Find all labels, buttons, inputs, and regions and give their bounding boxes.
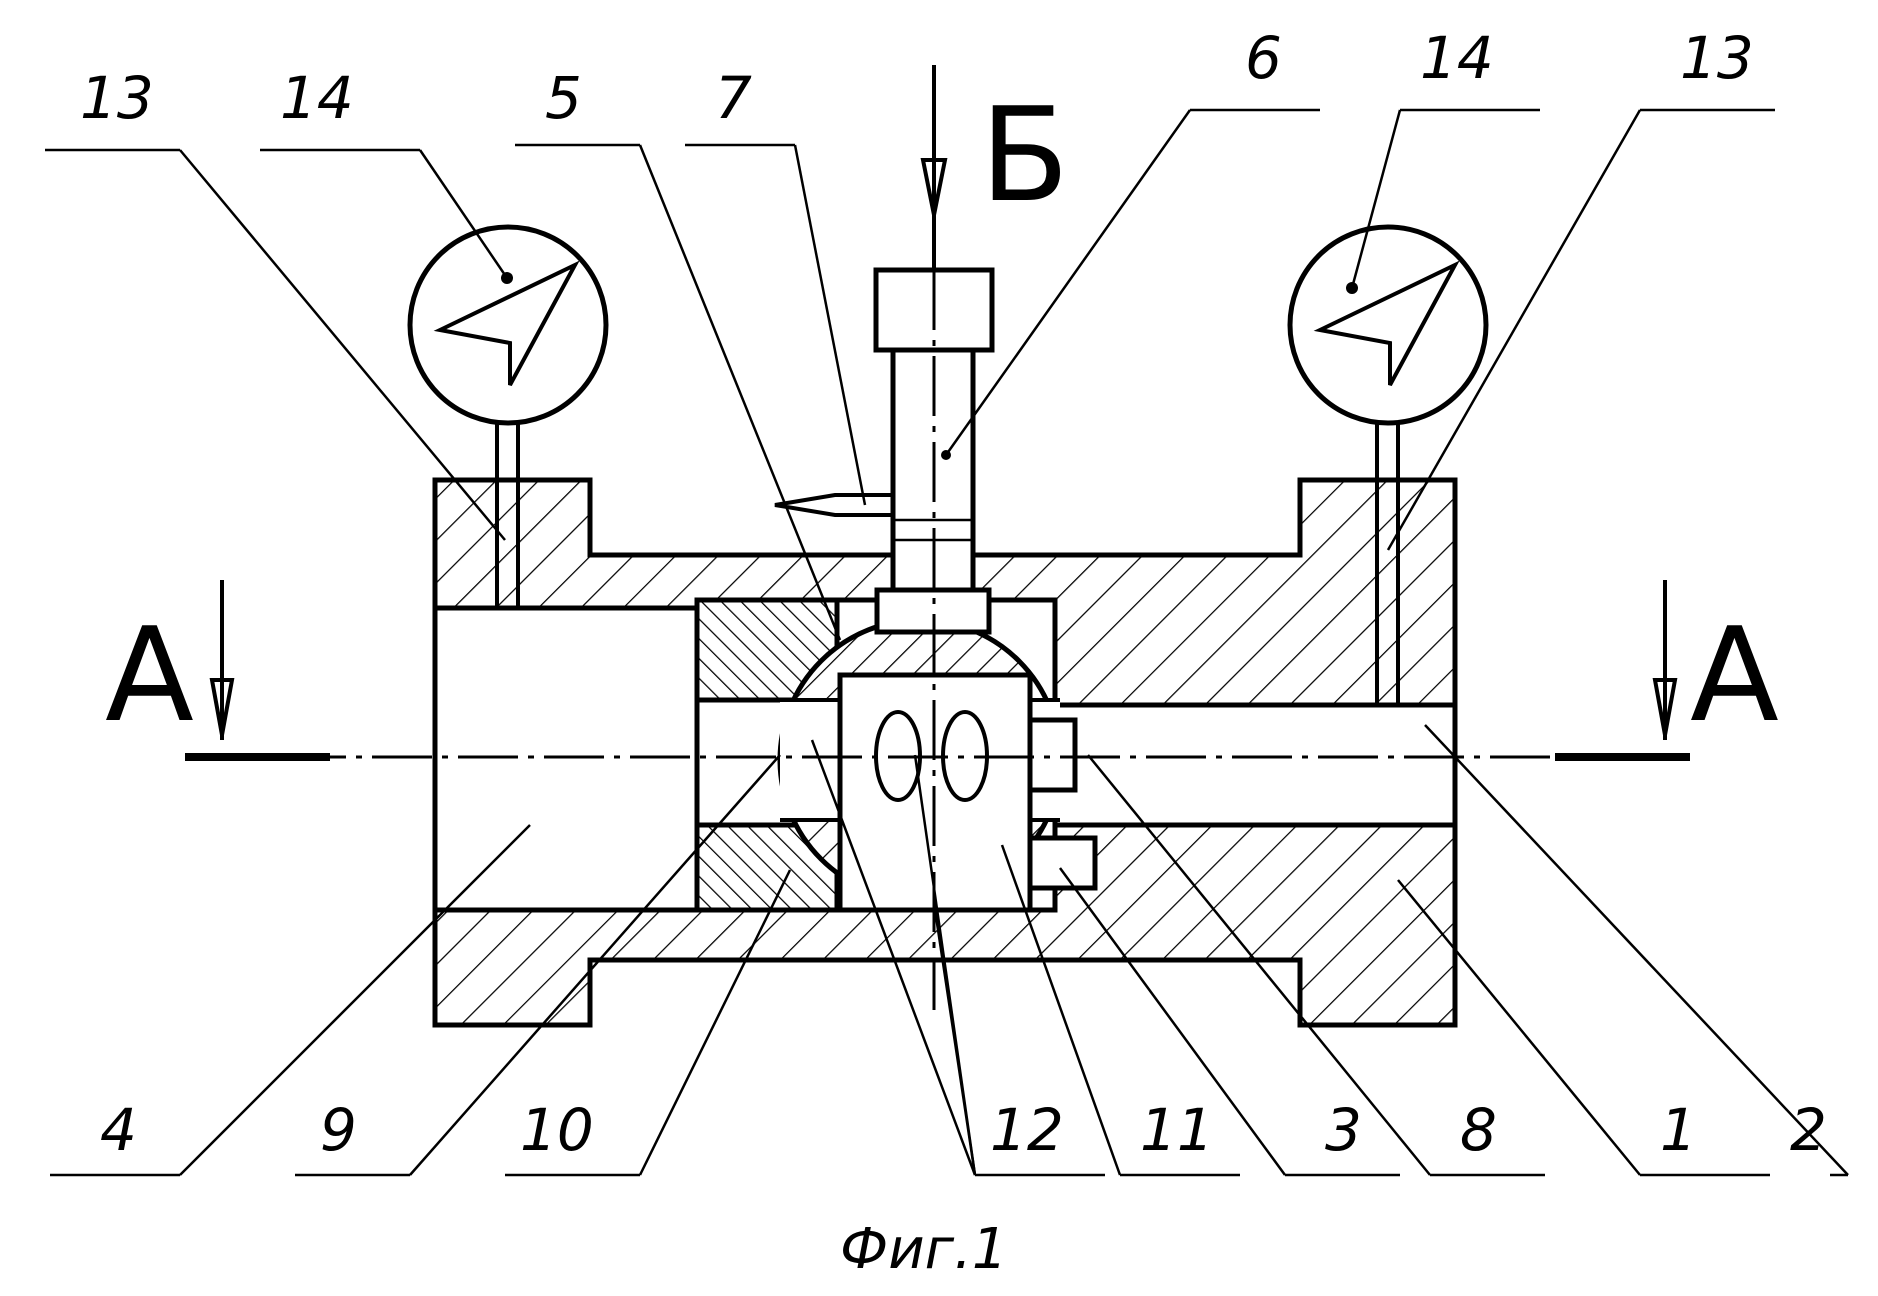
callout-11: 11 — [1140, 1096, 1214, 1164]
callout-3: 3 — [1325, 1096, 1362, 1164]
section-label-left: A — [105, 599, 194, 751]
section-label-right: A — [1690, 599, 1779, 751]
section-marker-left — [185, 580, 330, 757]
callout-1: 1 — [1660, 1096, 1697, 1164]
outlet-step — [1030, 720, 1075, 790]
view-arrow-b — [923, 65, 945, 270]
callout-14-left: 14 — [280, 64, 354, 132]
callout-14-right: 14 — [1420, 24, 1494, 92]
callout-2: 2 — [1790, 1096, 1827, 1164]
callout-10: 10 — [520, 1096, 594, 1164]
callout-13-right: 13 — [1680, 24, 1754, 92]
callout-9: 9 — [320, 1096, 357, 1164]
figure-caption: Фиг.1 — [840, 1217, 1007, 1282]
callout-13-left: 13 — [80, 64, 154, 132]
ball-seat — [1030, 838, 1095, 888]
callout-5: 5 — [545, 64, 582, 132]
callout-12: 12 — [990, 1096, 1064, 1164]
callout-4: 4 — [100, 1096, 137, 1164]
callout-6: 6 — [1245, 24, 1282, 92]
section-marker-right — [1555, 580, 1690, 757]
stem-pin — [775, 495, 893, 515]
view-label-b: Б — [980, 79, 1069, 231]
callout-7: 7 — [715, 64, 752, 132]
inlet-channel — [435, 608, 697, 910]
callout-8: 8 — [1460, 1096, 1497, 1164]
outlet-channel — [1055, 705, 1455, 825]
